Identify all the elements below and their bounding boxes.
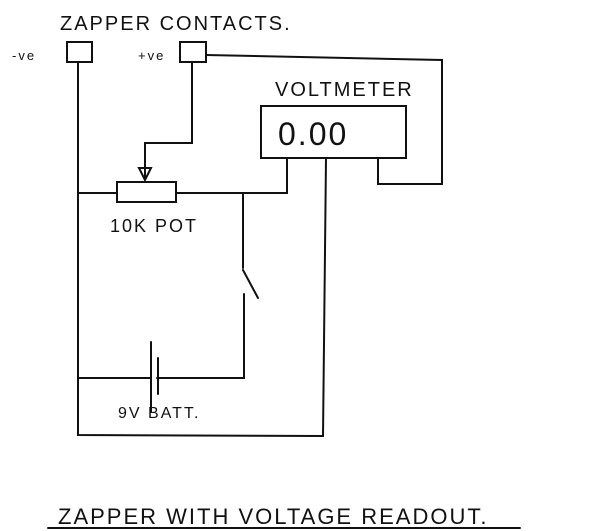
positive-contact bbox=[179, 41, 207, 63]
potentiometer-label: 10K POT bbox=[110, 216, 198, 236]
potentiometer bbox=[116, 181, 177, 203]
voltmeter-reading: 0.00 bbox=[278, 116, 348, 152]
positive-contact-label: +ve bbox=[138, 48, 165, 63]
negative-contact bbox=[66, 41, 93, 63]
contacts-heading: ZAPPER CONTACTS. bbox=[60, 13, 292, 35]
wire bbox=[156, 293, 245, 379]
negative-contact-label: -ve bbox=[12, 48, 36, 63]
switch bbox=[242, 269, 259, 299]
wiper-arrow-icon bbox=[137, 167, 153, 183]
voltmeter bbox=[260, 105, 407, 159]
wire-positive-to-voltmeter bbox=[205, 54, 443, 185]
diagram-title: ZAPPER WITH VOLTAGE READOUT. bbox=[58, 504, 488, 529]
battery-label: 9V BATT. bbox=[118, 405, 200, 422]
wire-pot-to-voltmeter bbox=[175, 157, 288, 194]
wire-wiper bbox=[144, 61, 193, 179]
wire-negative-loop bbox=[77, 61, 327, 438]
voltmeter-label: VOLTMETER bbox=[275, 79, 414, 101]
